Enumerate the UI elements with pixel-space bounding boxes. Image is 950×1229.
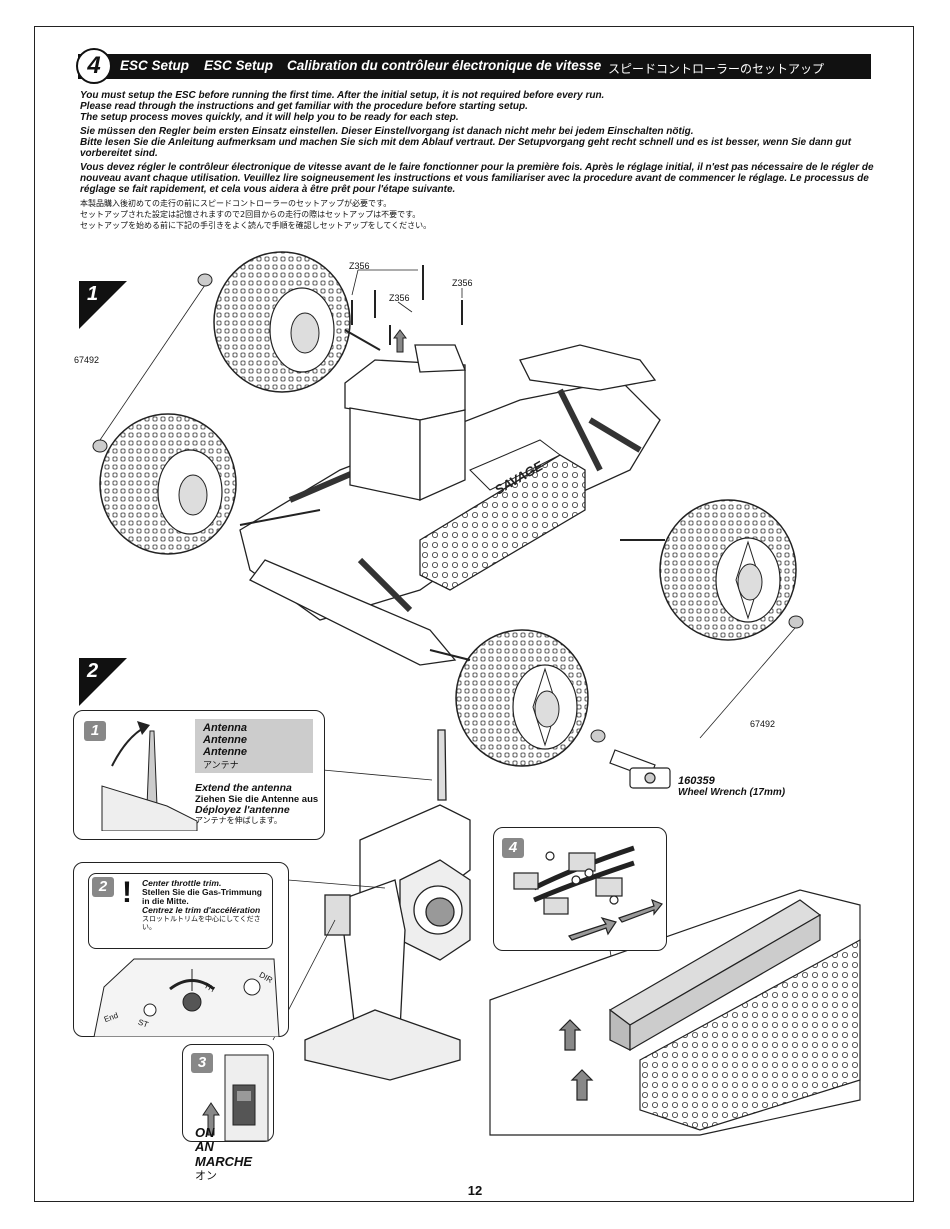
section-header: 4 ESC Setup ESC Setup Calibration du con…: [76, 48, 871, 84]
on-fr: MARCHE: [195, 1154, 253, 1169]
inst-fr: Centrez le trim d'accélération: [142, 905, 261, 915]
battery-tray: SAVAGE: [419, 439, 586, 591]
intro-fr: Vous devez régler le contrôleur électron…: [80, 162, 880, 195]
substep-badge: 2: [92, 877, 114, 897]
page-number: 12: [467, 1183, 483, 1198]
wheel-front-left: [99, 413, 237, 555]
title-jp: スピードコントローラーのセットアップ: [608, 62, 825, 76]
page-border: [34, 26, 914, 1202]
inst-jp: アンテナを伸ばします。: [195, 816, 282, 825]
on-en: ON: [195, 1125, 215, 1140]
receiver-box: [344, 344, 466, 502]
intro-jp: 本製品購入後初めての走行の前にスピードコントローラーのセットアップが必要です。 …: [80, 198, 880, 231]
antenna-label-en: Antenna: [203, 722, 247, 734]
intro-de: Sie müssen den Regler beim ersten Einsat…: [80, 126, 880, 159]
part-label: 67492: [750, 719, 776, 729]
antenna-label-de: Antenne: [203, 734, 247, 746]
warning-icon: !: [122, 876, 132, 909]
trim-dial-illustration: [93, 958, 280, 1037]
wrench-callout: 160359 Wheel Wrench (17mm): [678, 775, 786, 799]
part-label: Z356: [389, 293, 410, 303]
up-arrow-icon: [393, 329, 407, 353]
on-de: AN: [195, 1139, 214, 1154]
substep-2-callout: [88, 873, 273, 949]
on-jp: オン: [195, 1169, 217, 1182]
connector-illustration: [513, 845, 663, 941]
intro-jp-line: セットアップを始める前に下記の手引きをよく読んで手順を確認しセットアップをしてく…: [80, 221, 432, 230]
title-fr: Calibration du contrôleur électronique d…: [287, 58, 602, 73]
intro-en-line: Please read through the instructions and…: [80, 101, 528, 112]
antenna-extend-illustration: [101, 721, 198, 831]
intro-de-line: Bitte lesen Sie die Anleitung aufmerksam…: [80, 137, 852, 159]
wheel-nut: [197, 273, 213, 287]
inst-de: Ziehen Sie die Antenne aus: [195, 794, 319, 805]
wrench-part-number: 160359: [678, 775, 715, 787]
inst-de: Stellen Sie die Gas-Trimmung in die Mitt…: [142, 887, 262, 906]
part-label: Z356: [452, 278, 473, 288]
screws: [351, 265, 463, 345]
substep-2-box: 2 ! Center throttle trim. Stellen Sie di…: [73, 862, 289, 1037]
intro-jp-line: 本製品購入後初めての走行の前にスピードコントローラーのセットアップが必要です。: [80, 199, 392, 208]
inst-fr: Déployez l'antenne: [195, 804, 290, 816]
step-flag-label: 1: [87, 283, 99, 305]
antenna-label-fr: Antenne: [203, 746, 247, 758]
antenna-instructions: Extend the antenna Ziehen Sie die Antenn…: [195, 783, 323, 826]
power-on-label: ON AN MARCHE オン: [195, 1126, 252, 1183]
inst-en: Extend the antenna: [195, 782, 292, 794]
esc-battery-view: [489, 889, 861, 1136]
chassis: [239, 329, 665, 666]
wheel-nut: [92, 439, 108, 453]
intro-fr-line: Vous devez régler le contrôleur électron…: [80, 162, 874, 195]
substep-1-box: 1 Antenna Antenne Antenne アンテナ Extend th…: [73, 710, 325, 840]
step-flag-2: 2: [79, 658, 127, 706]
title-de: ESC Setup: [204, 58, 274, 73]
inst-en: Center throttle trim.: [142, 878, 222, 888]
inst-jp: スロットルトリムを中心にしてください。: [142, 915, 261, 931]
transmitter: [304, 729, 471, 1081]
step-number-circle: 4: [76, 48, 112, 84]
substep-4-box: 4: [493, 827, 667, 951]
intro-jp-line: セットアップされた設定は記憶されますので2回目からの走行の際はセットアップは不要…: [80, 210, 421, 219]
substep-badge: 4: [502, 838, 524, 858]
intro-de-line: Sie müssen den Regler beim ersten Einsat…: [80, 126, 694, 137]
part-label: Z356: [349, 261, 370, 271]
intro-en: You must setup the ESC before running th…: [80, 90, 880, 123]
intro-en-line: You must setup the ESC before running th…: [80, 90, 605, 101]
antenna-label-jp: アンテナ: [203, 761, 239, 771]
substep-badge: 3: [191, 1053, 213, 1073]
title-en: ESC Setup: [120, 58, 190, 73]
wheel-rear-left: [213, 251, 351, 393]
step-flag-label: 2: [87, 660, 99, 682]
wheel-wrench: [609, 749, 671, 789]
power-switch-illustration: [202, 1054, 269, 1142]
trim-instructions: Center throttle trim. Stellen Sie die Ga…: [142, 878, 270, 932]
substep-3-box: 3: [182, 1044, 274, 1142]
wheel-front-right: [455, 629, 589, 767]
substep-badge: 1: [84, 721, 106, 741]
antenna-label: Antenna Antenne Antenne アンテナ: [195, 719, 313, 773]
wheel-nut: [788, 615, 804, 629]
wheel-rear-right: [659, 499, 797, 641]
part-label: 67492: [74, 355, 100, 365]
wheel-nut: [590, 729, 606, 743]
step-flag-1: 1: [79, 281, 127, 329]
wrench-name: Wheel Wrench (17mm): [678, 787, 786, 798]
intro-en-line: The setup process moves quickly, and it …: [80, 112, 459, 123]
